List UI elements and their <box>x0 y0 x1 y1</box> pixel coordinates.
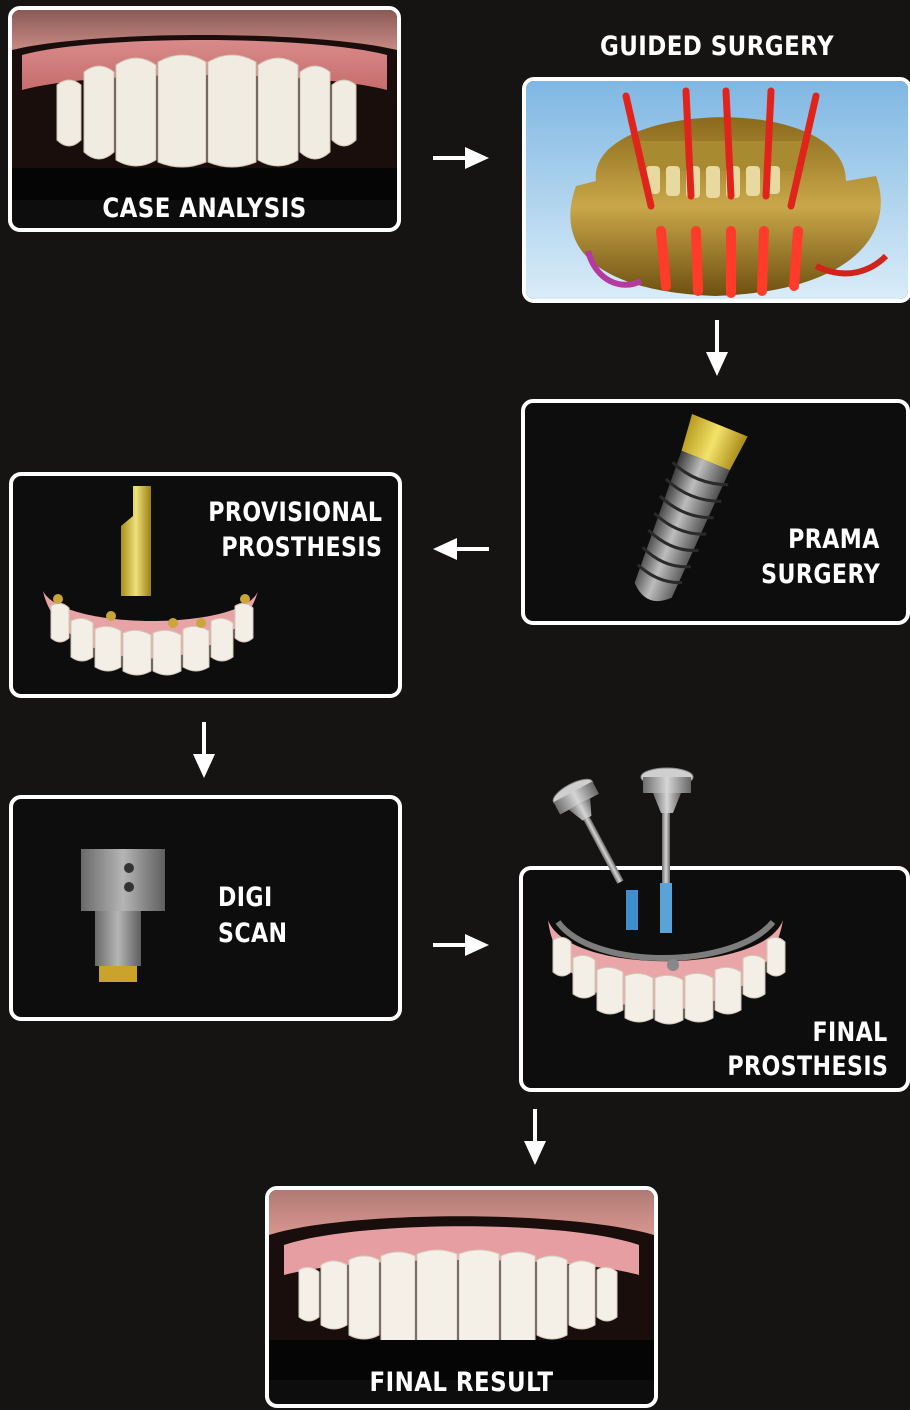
guided-surgery-box <box>522 77 910 303</box>
prama-surgery-box: PRAMA SURGERY <box>521 399 910 625</box>
provisional-prosthesis-label-2: PROSTHESIS <box>221 531 382 565</box>
guided-surgery-label: GUIDED SURGERY <box>551 30 883 64</box>
screwdriver-tools-image <box>550 765 710 940</box>
provisional-prosthesis-box: PROVISIONAL PROSTHESIS <box>9 472 402 698</box>
final-prosthesis-label-2: PROSTHESIS <box>727 1050 888 1084</box>
arrow-icon <box>191 722 217 778</box>
provisional-prosthesis-label-1: PROVISIONAL <box>208 496 382 530</box>
arrow-icon <box>704 320 730 376</box>
implant-image <box>575 405 775 620</box>
scan-body-image <box>73 844 173 994</box>
arrow-icon <box>433 536 489 562</box>
ct-scan-image <box>526 81 908 299</box>
arrow-icon <box>433 932 489 958</box>
digi-scan-box: DIGI SCAN <box>9 795 402 1021</box>
digi-scan-label-1: DIGI <box>218 881 273 915</box>
final-smile-photo <box>269 1190 654 1380</box>
final-result-box: FINAL RESULT <box>265 1186 658 1408</box>
digi-scan-label-2: SCAN <box>218 917 288 951</box>
arrow-icon <box>433 145 489 171</box>
arrow-icon <box>522 1109 548 1165</box>
final-result-label: FINAL RESULT <box>298 1366 625 1400</box>
final-prosthesis-label-1: FINAL <box>813 1016 888 1050</box>
case-analysis-box: CASE ANALYSIS <box>8 6 401 232</box>
prama-surgery-label-2: SURGERY <box>761 558 880 592</box>
case-analysis-label: CASE ANALYSIS <box>41 192 368 226</box>
prama-surgery-label-1: PRAMA <box>788 523 880 557</box>
case-analysis-photo <box>12 10 397 200</box>
